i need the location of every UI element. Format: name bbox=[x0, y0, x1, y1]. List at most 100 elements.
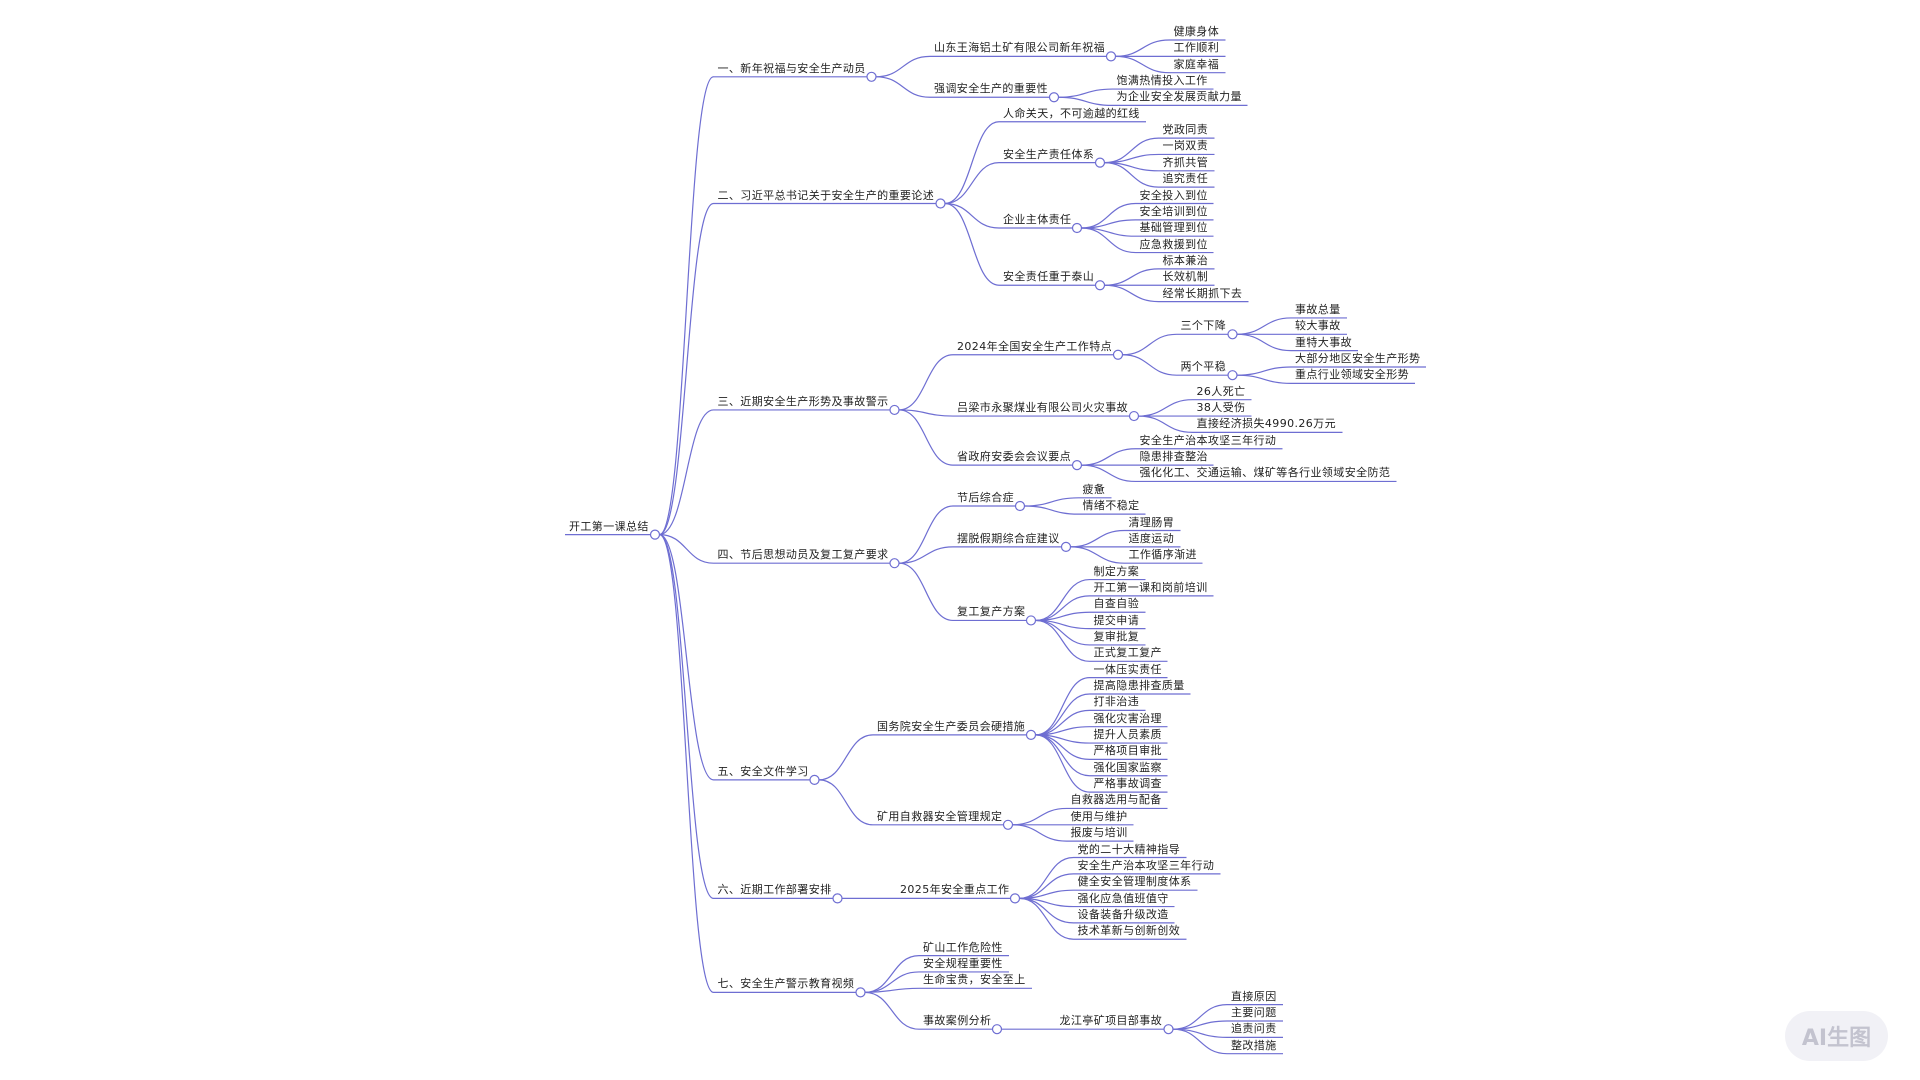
collapse-toggle[interactable] bbox=[1227, 370, 1238, 381]
branch-node[interactable]: 安全责任重于泰山 bbox=[1003, 270, 1095, 284]
branch-node[interactable]: 企业主体责任 bbox=[1003, 213, 1072, 227]
leaf-node[interactable]: 安全培训到位 bbox=[1139, 204, 1208, 218]
collapse-toggle[interactable] bbox=[1094, 280, 1106, 291]
branch-node[interactable]: 国务院安全生产委员会硬措施 bbox=[877, 719, 1026, 733]
leaf-node[interactable]: 家庭幸福 bbox=[1173, 57, 1220, 71]
leaf-node[interactable]: 安全生产治本攻坚三年行动 bbox=[1139, 433, 1277, 447]
collapse-toggle[interactable] bbox=[855, 987, 866, 998]
branch-node[interactable]: 安全生产责任体系 bbox=[1003, 147, 1095, 161]
collapse-toggle[interactable] bbox=[1048, 92, 1060, 103]
branch-node[interactable]: 二、习近平总书记关于安全生产的重要论述 bbox=[717, 188, 935, 202]
leaf-node[interactable]: 应急救援到位 bbox=[1139, 237, 1208, 251]
branch-node[interactable]: 三个下降 bbox=[1180, 319, 1227, 333]
leaf-node[interactable]: 自救器选用与配备 bbox=[1070, 793, 1162, 807]
ai-image-watermark-button[interactable]: AI生图 bbox=[1785, 1011, 1888, 1061]
collapse-toggle[interactable] bbox=[1071, 222, 1083, 234]
leaf-node[interactable]: 强化灾害治理 bbox=[1093, 711, 1162, 725]
branch-node[interactable]: 2025年安全重点工作 bbox=[900, 883, 1010, 897]
leaf-node[interactable]: 安全规程重要性 bbox=[923, 956, 1003, 970]
collapse-toggle[interactable] bbox=[889, 404, 900, 416]
leaf-node[interactable]: 党的二十大精神指导 bbox=[1077, 842, 1181, 856]
leaf-node[interactable]: 人命关天，不可逾越的红线 bbox=[1003, 106, 1140, 120]
leaf-node[interactable]: 党政同责 bbox=[1162, 123, 1209, 137]
leaf-node[interactable]: 安全投入到位 bbox=[1139, 188, 1208, 202]
leaf-node[interactable]: 健康身体 bbox=[1173, 25, 1220, 38]
leaf-node[interactable]: 设备装备升级改造 bbox=[1077, 907, 1169, 921]
branch-node[interactable]: 六、近期工作部署安排 bbox=[717, 883, 832, 897]
branch-node[interactable]: 矿用自救器安全管理规定 bbox=[877, 809, 1003, 823]
branch-node[interactable]: 吕梁市永聚煤业有限公司火灾事故 bbox=[957, 401, 1128, 415]
leaf-node[interactable]: 重特大事故 bbox=[1295, 335, 1352, 349]
leaf-node[interactable]: 开工第一课和岗前培训 bbox=[1093, 580, 1208, 594]
collapse-toggle[interactable] bbox=[991, 1024, 1003, 1035]
leaf-node[interactable]: 工作循序渐进 bbox=[1128, 548, 1197, 562]
leaf-node[interactable]: 健全安全管理制度体系 bbox=[1077, 875, 1192, 889]
branch-node[interactable]: 一、新年祝福与安全生产动员 bbox=[717, 61, 866, 75]
leaf-node[interactable]: 制定方案 bbox=[1093, 564, 1140, 578]
collapse-toggle[interactable] bbox=[809, 774, 820, 785]
branch-node[interactable]: 三、近期安全生产形势及事故警示 bbox=[717, 394, 889, 408]
leaf-node[interactable]: 清理肠胃 bbox=[1128, 515, 1175, 529]
branch-node[interactable]: 2024年全国安全生产工作特点 bbox=[957, 339, 1112, 353]
leaf-node[interactable]: 强化应急值班值守 bbox=[1077, 891, 1169, 905]
leaf-node[interactable]: 重点行业领域安全形势 bbox=[1295, 368, 1409, 382]
leaf-node[interactable]: 自查自验 bbox=[1093, 597, 1140, 611]
leaf-node[interactable]: 严格事故调查 bbox=[1093, 777, 1162, 791]
leaf-node[interactable]: 安全生产治本攻坚三年行动 bbox=[1077, 858, 1215, 872]
leaf-node[interactable]: 提高隐患排查质量 bbox=[1093, 679, 1185, 692]
leaf-node[interactable]: 整改措施 bbox=[1231, 1038, 1277, 1052]
leaf-node[interactable]: 一体压实责任 bbox=[1093, 662, 1162, 676]
collapse-toggle[interactable] bbox=[1002, 819, 1014, 830]
collapse-toggle[interactable] bbox=[889, 558, 900, 569]
leaf-node[interactable]: 隐患排查整治 bbox=[1139, 450, 1208, 464]
leaf-node[interactable]: 标本兼治 bbox=[1162, 253, 1209, 267]
leaf-node[interactable]: 齐抓共管 bbox=[1162, 155, 1209, 169]
leaf-node[interactable]: 为企业安全发展贡献力量 bbox=[1116, 90, 1242, 104]
root-node[interactable]: 开工第一课总结 bbox=[569, 519, 649, 533]
leaf-node[interactable]: 一岗双责 bbox=[1162, 139, 1209, 153]
leaf-node[interactable]: 矿山工作危险性 bbox=[923, 940, 1003, 954]
leaf-node[interactable]: 提交申请 bbox=[1093, 613, 1140, 627]
leaf-node[interactable]: 适度运动 bbox=[1128, 531, 1175, 545]
leaf-node[interactable]: 技术革新与创新创效 bbox=[1077, 924, 1181, 938]
collapse-toggle[interactable] bbox=[1025, 615, 1037, 626]
collapse-toggle[interactable] bbox=[1094, 157, 1106, 168]
leaf-node[interactable]: 提升人员素质 bbox=[1093, 728, 1162, 742]
leaf-node[interactable]: 工作顺利 bbox=[1173, 41, 1220, 55]
collapse-toggle[interactable] bbox=[649, 529, 661, 540]
collapse-toggle[interactable] bbox=[1112, 349, 1124, 360]
leaf-node[interactable]: 事故总量 bbox=[1295, 302, 1341, 316]
leaf-node[interactable]: 生命宝贵，安全至上 bbox=[923, 973, 1026, 987]
collapse-toggle[interactable] bbox=[1071, 460, 1083, 471]
branch-node[interactable]: 省政府安委会会议要点 bbox=[957, 450, 1071, 464]
branch-node[interactable]: 事故案例分析 bbox=[923, 1014, 992, 1028]
leaf-node[interactable]: 情绪不稳定 bbox=[1082, 499, 1140, 513]
leaf-node[interactable]: 38人受伤 bbox=[1196, 401, 1246, 415]
leaf-node[interactable]: 直接经济损失4990.26万元 bbox=[1196, 417, 1336, 431]
branch-node[interactable]: 龙江亭矿项目部事故 bbox=[1059, 1014, 1163, 1028]
collapse-toggle[interactable] bbox=[1105, 51, 1117, 62]
collapse-toggle[interactable] bbox=[1128, 410, 1140, 422]
branch-node[interactable]: 七、安全生产警示教育视频 bbox=[717, 977, 855, 991]
branch-node[interactable]: 节后综合症 bbox=[957, 490, 1014, 504]
leaf-node[interactable]: 使用与维护 bbox=[1070, 809, 1128, 823]
leaf-node[interactable]: 严格项目审批 bbox=[1093, 744, 1162, 758]
collapse-toggle[interactable] bbox=[1060, 541, 1072, 552]
branch-node[interactable]: 五、安全文件学习 bbox=[717, 764, 809, 778]
branch-node[interactable]: 两个平稳 bbox=[1180, 360, 1227, 374]
leaf-node[interactable]: 复审批复 bbox=[1093, 629, 1140, 643]
collapse-toggle[interactable] bbox=[1025, 729, 1037, 740]
collapse-toggle[interactable] bbox=[1014, 500, 1026, 512]
branch-node[interactable]: 强调安全生产的重要性 bbox=[934, 82, 1048, 96]
collapse-toggle[interactable] bbox=[866, 71, 877, 82]
collapse-toggle[interactable] bbox=[1227, 329, 1238, 340]
leaf-node[interactable]: 追究责任 bbox=[1162, 172, 1209, 186]
leaf-node[interactable]: 打非治违 bbox=[1093, 695, 1140, 709]
leaf-node[interactable]: 长效机制 bbox=[1162, 270, 1209, 284]
leaf-node[interactable]: 强化国家监察 bbox=[1093, 760, 1162, 774]
leaf-node[interactable]: 直接原因 bbox=[1231, 989, 1277, 1003]
leaf-node[interactable]: 较大事故 bbox=[1295, 319, 1341, 333]
leaf-node[interactable]: 追责问责 bbox=[1231, 1022, 1277, 1036]
branch-node[interactable]: 摆脱假期综合症建议 bbox=[957, 531, 1060, 545]
collapse-toggle[interactable] bbox=[1163, 1024, 1174, 1035]
